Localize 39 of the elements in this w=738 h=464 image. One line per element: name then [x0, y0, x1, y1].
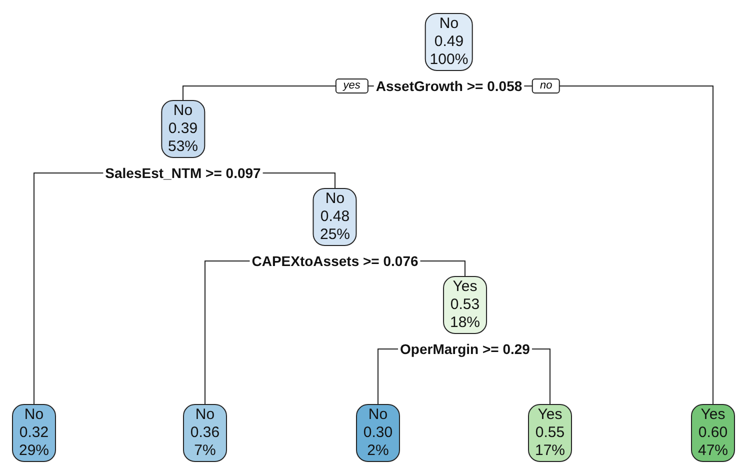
node-value-text: 25% [318, 226, 352, 244]
node-value-text: 0.49 [433, 33, 465, 51]
node-value-text: 100% [430, 51, 468, 69]
node-value-text: No [172, 102, 194, 120]
node-value-text: 0.30 [362, 424, 394, 442]
node-value-text: Yes [536, 406, 564, 424]
node-value-text: 0.53 [449, 296, 481, 314]
node-value-text: No [23, 406, 45, 424]
tree-branch-line [262, 172, 336, 188]
node-value-text: 29% [18, 442, 50, 460]
edge-label: yes [335, 78, 368, 94]
tree-branch-line [378, 348, 399, 404]
tree-branch-line [420, 260, 466, 276]
node-value-text: No [438, 15, 460, 33]
node-value-text: 0.39 [167, 120, 199, 138]
split-condition: AssetGrowth >= 0.058 [376, 77, 522, 95]
tree-branch-line [204, 260, 250, 404]
node-value-text: Yes [452, 278, 478, 296]
node-value-text: 0.36 [189, 424, 221, 442]
node-value-text: 0.55 [534, 424, 566, 442]
node-value-text: 0.48 [319, 208, 351, 226]
node-value-text: Yes [700, 406, 726, 424]
node-value-text: 2% [366, 442, 390, 460]
node-value-text: No [367, 406, 389, 424]
node-value-text: 7% [193, 442, 217, 460]
split-condition: CAPEXtoAssets >= 0.076 [252, 252, 418, 270]
tree-branch-line [531, 348, 550, 404]
split-condition: SalesEst_NTM >= 0.097 [105, 164, 261, 182]
split-condition: OperMargin >= 0.29 [400, 340, 530, 358]
node-value-text: 53% [166, 138, 200, 156]
tree-branch-line [34, 172, 104, 404]
node-value-text: 47% [696, 442, 730, 460]
node-value-text: No [324, 190, 346, 208]
node-value-text: 0.60 [697, 424, 729, 442]
node-value-text: 18% [448, 314, 481, 332]
node-value-text: No [194, 406, 216, 424]
edge-label: no [532, 78, 560, 94]
node-value-text: 17% [534, 442, 566, 460]
node-value-text: 0.32 [18, 424, 50, 442]
